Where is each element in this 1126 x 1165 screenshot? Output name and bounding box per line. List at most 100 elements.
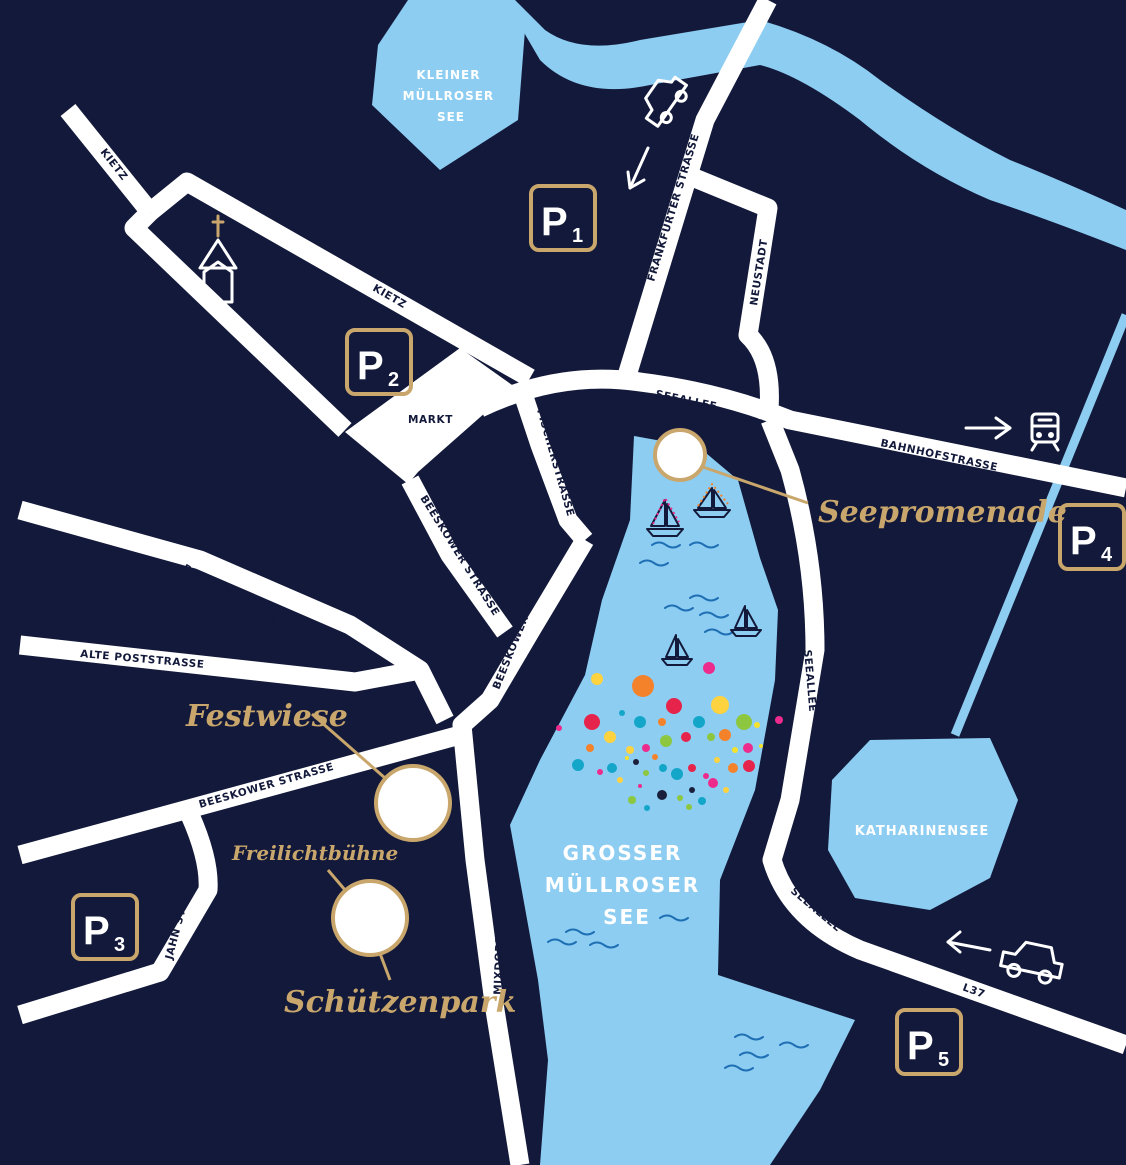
venue-pins (311, 428, 809, 981)
svg-text:P: P (541, 200, 568, 244)
wave-icon (664, 604, 694, 612)
car-icon (999, 940, 1064, 985)
wave-icon (565, 928, 595, 936)
confetti-dot (688, 764, 696, 772)
car-icon (644, 75, 688, 128)
arrow-icon (964, 416, 1012, 440)
wave-icon (689, 541, 719, 549)
label-schuetzenpark[interactable]: Schützenpark (284, 985, 516, 1020)
confetti-dot (728, 763, 738, 773)
confetti-dot (686, 804, 692, 810)
location-circle-icon[interactable] (653, 428, 707, 482)
confetti-dot (556, 725, 562, 731)
road-alte-post (18, 635, 422, 692)
road-fischerstrasse (515, 396, 593, 547)
wave-icon (734, 1033, 764, 1041)
confetti-dot (723, 787, 729, 793)
confetti-dot (698, 797, 706, 805)
svg-text:1: 1 (572, 225, 583, 247)
road-jahn (17, 811, 218, 1025)
train-icon (1030, 412, 1060, 452)
confetti-dot (666, 698, 682, 714)
confetti-dot (586, 744, 594, 752)
confetti-dot (633, 759, 639, 765)
sailboat-icon (693, 483, 731, 518)
lake-labels: KLEINER MÜLLROSER SEE GROSSER MÜLLROSER … (403, 68, 989, 929)
confetti-dot (607, 763, 617, 773)
road-kietz-nw (60, 104, 158, 218)
svg-text:3: 3 (114, 934, 125, 956)
confetti-dot (643, 770, 649, 776)
svg-text:P: P (83, 909, 110, 953)
parking-sign-4[interactable]: P 4 (1058, 503, 1126, 571)
boats (646, 483, 762, 666)
road-layer (17, 0, 1126, 1165)
wave-icon (779, 1041, 809, 1049)
road-biegenbrucker (17, 500, 454, 725)
wave-icon (547, 938, 577, 946)
parking-signs: P 1 P 2 P 3 P 4 P 5 (71, 184, 1126, 1076)
water-layer (372, 0, 1126, 1165)
label-festwiese[interactable]: Festwiese (185, 699, 348, 734)
map-icons (198, 75, 1064, 985)
confetti-dot (677, 795, 683, 801)
confetti-dot (626, 746, 634, 754)
confetti-dot (671, 768, 683, 780)
parking-sign-2[interactable]: P 2 (345, 328, 413, 396)
kleiner-muellroser-see (372, 0, 525, 170)
svg-text:2: 2 (388, 369, 399, 391)
wave-icon (699, 611, 729, 619)
stream-east (950, 313, 1126, 737)
arrow-icon (946, 930, 992, 954)
confetti-dot (708, 778, 718, 788)
confetti-dot (642, 744, 650, 752)
confetti-dot (634, 716, 646, 728)
waves (547, 541, 809, 1072)
label-seepromenade[interactable]: Seepromenade (818, 495, 1067, 530)
wave-icon (639, 559, 669, 567)
confetti-dot (759, 744, 763, 748)
svg-text:P: P (907, 1024, 934, 1068)
parking-sign-1[interactable]: P 1 (529, 184, 597, 252)
confetti-dot (775, 716, 783, 724)
confetti-dot (743, 743, 753, 753)
venue-labels: Seepromenade Festwiese Freilichtbühne Sc… (185, 495, 1067, 1020)
confetti-dot (732, 747, 738, 753)
confetti-dot (693, 716, 705, 728)
confetti-dot (681, 732, 691, 742)
location-circle-icon[interactable] (374, 764, 452, 842)
parking-sign-3[interactable]: P 3 (71, 893, 139, 961)
parking-sign-5[interactable]: P 5 (895, 1008, 963, 1076)
road-beeskower-mixdorfer (452, 535, 594, 1165)
road-beeskower-diag (401, 475, 513, 638)
confetti-dot (644, 805, 650, 811)
grosser-muellroser-see (510, 436, 855, 1165)
confetti-dot (617, 777, 623, 783)
road-kietz (144, 172, 535, 387)
confetti-dot (711, 696, 729, 714)
svg-text:5: 5 (938, 1049, 949, 1071)
confetti-dot (707, 733, 715, 741)
label-seeallee-east: SEEALLEE (801, 649, 818, 712)
confetti-dot (625, 756, 629, 760)
svg-text:P: P (1070, 519, 1097, 563)
confetti-dot (754, 722, 760, 728)
sailboat-icon (661, 634, 693, 666)
confetti-dot (703, 662, 715, 674)
arrow-icon (626, 146, 650, 190)
label-markt: MARKT (408, 414, 453, 426)
road-seeallee-east (761, 416, 1126, 1054)
confetti-dot (638, 784, 642, 788)
label-freilichtbuehne[interactable]: Freilichtbühne (231, 841, 398, 865)
confetti-dot (658, 718, 666, 726)
confetti-dot (659, 764, 667, 772)
confetti-dot (719, 729, 731, 741)
wave-icon (689, 594, 719, 602)
svg-text:P: P (357, 344, 384, 388)
location-circle-icon[interactable] (331, 879, 409, 957)
svg-text:4: 4 (1101, 544, 1113, 566)
label-kleiner-see: KLEINER MÜLLROSER SEE (403, 68, 500, 124)
wave-icon (659, 914, 689, 922)
confetti-dot (743, 760, 755, 772)
